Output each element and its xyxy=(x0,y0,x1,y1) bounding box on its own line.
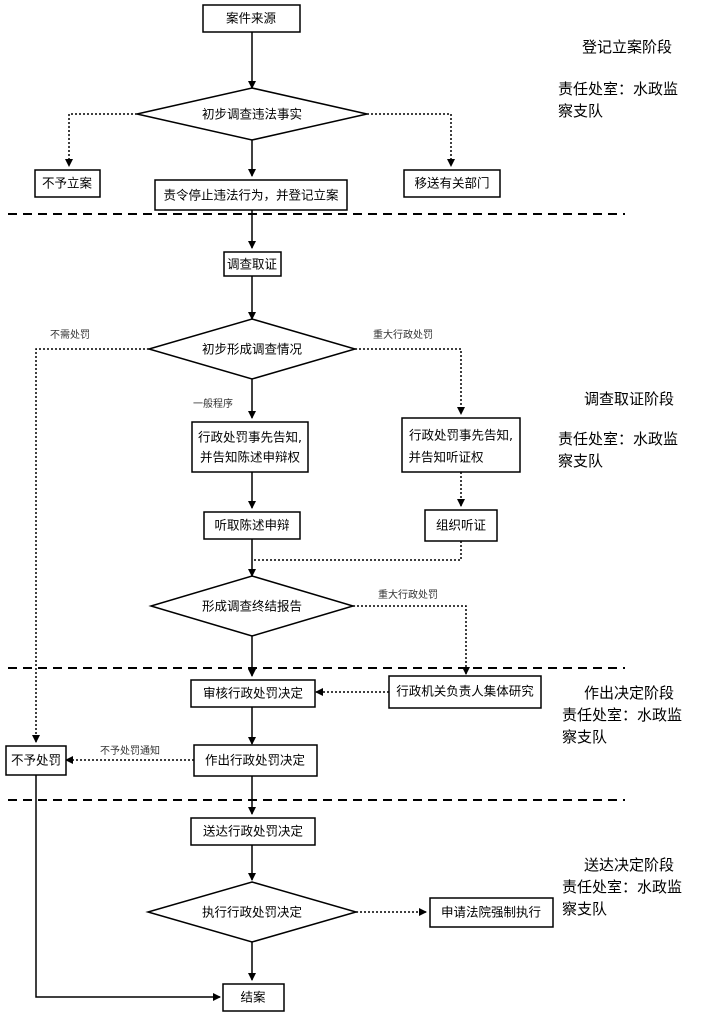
label-prior-notice-hearing-1: 行政处罚事先告知, xyxy=(409,428,513,443)
label-preliminary-investigation: 初步调查违法事实 xyxy=(202,107,302,122)
edge-final-to-collective xyxy=(353,605,470,675)
edge-label-major-penalty-1: 重大行政处罚 xyxy=(373,328,433,341)
label-form-investigation-status: 初步形成调查情况 xyxy=(202,342,303,357)
label-prior-notice-statement-1: 行政处罚事先告知, xyxy=(198,430,302,445)
stage-registration: 登记立案阶段 责任处室：水政监察支队 xyxy=(558,36,688,122)
edge-prelim-to-nofiling xyxy=(65,113,137,167)
edge-nopenalty-to-close xyxy=(35,775,221,1001)
diamond-nodes xyxy=(136,87,368,943)
label-hear-statement: 听取陈述申辩 xyxy=(214,518,289,533)
edge-label-no-penalty-needed: 不需处罚 xyxy=(50,329,90,341)
node-organize-hearing xyxy=(424,509,498,542)
stage-dividers xyxy=(8,213,625,801)
edge-organize-to-merge xyxy=(252,541,462,561)
node-case-source xyxy=(202,4,301,33)
node-preliminary-investigation xyxy=(136,87,368,141)
node-order-stop-register xyxy=(154,179,348,211)
node-form-investigation-status xyxy=(146,318,358,380)
edge-form-to-notice-hearing xyxy=(355,348,465,415)
edge-labels: 不需处罚 重大行政处罚 一般程序 重大行政处罚 不予处罚通知 xyxy=(50,328,438,757)
stage-title: 作出决定阶段 xyxy=(584,684,675,702)
node-close-case xyxy=(222,983,285,1012)
edge-label-no-penalty-notice: 不予处罚通知 xyxy=(100,744,160,757)
solid-edges xyxy=(35,32,256,1001)
stage-delivery: 送达决定阶段 责任处室：水政监察支队 xyxy=(562,854,696,920)
stage-title: 送达决定阶段 xyxy=(584,856,675,874)
label-order-stop-register: 责令停止违法行为，并登记立案 xyxy=(163,188,339,203)
label-make-decision: 作出行政处罚决定 xyxy=(205,753,305,768)
node-execute-decision xyxy=(145,881,359,943)
stage-responsible: 责任处室：水政监察支队 xyxy=(562,706,683,746)
edge-prelim-to-transfer xyxy=(367,113,455,167)
label-close-case: 结案 xyxy=(240,990,266,1005)
edge-form-to-nopenalty xyxy=(32,348,149,743)
label-transfer-department: 移送有关部门 xyxy=(414,176,489,191)
label-execute-decision: 执行行政处罚决定 xyxy=(202,905,302,920)
node-deliver-decision xyxy=(190,817,316,846)
node-transfer-department xyxy=(403,169,501,198)
node-no-penalty xyxy=(5,745,67,776)
label-review-decision: 审核行政处罚决定 xyxy=(203,686,303,701)
stage-title: 登记立案阶段 xyxy=(582,38,673,56)
label-final-report: 形成调查终结报告 xyxy=(202,599,302,614)
stage-responsible: 责任处室：水政监察支队 xyxy=(562,878,683,918)
label-court-enforcement: 申请法院强制执行 xyxy=(441,905,541,920)
label-investigate-evidence: 调查取证 xyxy=(227,257,278,272)
node-prior-notice-statement xyxy=(191,421,309,473)
box-nodes xyxy=(5,4,554,1012)
stage-responsible: 责任处室：水政监察支队 xyxy=(558,430,679,470)
stage-decision: 作出决定阶段 责任处室：水政监察支队 xyxy=(562,682,696,748)
node-final-report xyxy=(148,575,356,637)
label-no-filing: 不予立案 xyxy=(42,176,93,191)
stage-investigation: 调查取证阶段 责任处室：水政监察支队 xyxy=(558,388,692,472)
edge-label-general-procedure: 一般程序 xyxy=(193,397,233,410)
node-hear-statement xyxy=(203,511,301,540)
node-labels: 案件来源 初步调查违法事实 不予立案 责令停止违法行为，并登记立案 移送有关部门… xyxy=(11,11,541,1005)
dotted-edges xyxy=(32,113,470,916)
stage-responsible: 责任处室：水政监察支队 xyxy=(558,80,679,120)
node-prior-notice-hearing xyxy=(401,417,521,473)
label-case-source: 案件来源 xyxy=(226,11,277,26)
label-collective-study: 行政机关负责人集体研究 xyxy=(396,684,534,699)
node-no-filing xyxy=(34,169,101,198)
node-investigate-evidence xyxy=(223,251,282,277)
label-prior-notice-statement-2: 并告知陈述申辩权 xyxy=(200,450,301,465)
node-court-enforcement xyxy=(429,897,554,928)
node-review-decision xyxy=(190,679,316,708)
label-no-penalty: 不予处罚 xyxy=(11,753,61,768)
node-make-decision xyxy=(193,744,318,777)
node-collective-study xyxy=(388,675,542,709)
label-deliver-decision: 送达行政处罚决定 xyxy=(203,824,303,839)
stage-title: 调查取证阶段 xyxy=(584,390,675,408)
label-prior-notice-hearing-2: 并告知听证权 xyxy=(408,450,484,465)
label-organize-hearing: 组织听证 xyxy=(436,518,487,533)
edge-label-major-penalty-2: 重大行政处罚 xyxy=(378,588,438,601)
